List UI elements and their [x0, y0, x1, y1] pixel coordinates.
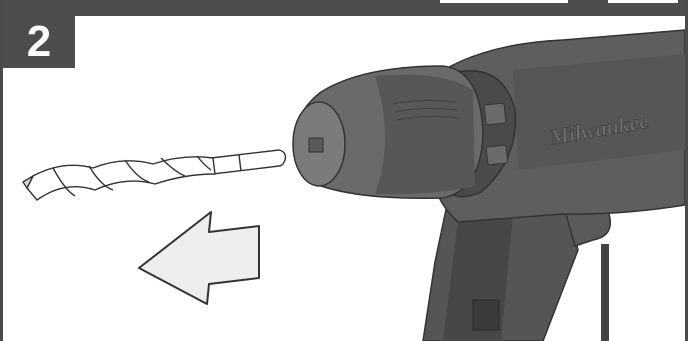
drill-bit-removal-illustration: Milwaukee — [3, 0, 685, 341]
hammer-drill-icon: Milwaukee — [293, 30, 685, 341]
arrow-left-icon — [139, 212, 259, 304]
drill-bit-icon — [23, 150, 285, 200]
